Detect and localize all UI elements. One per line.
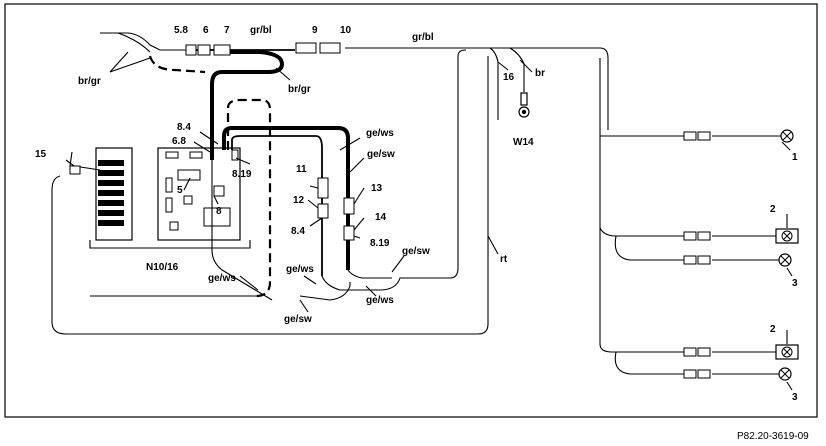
- wire-loop-bottom: [51, 56, 489, 335]
- label-brgr-left: br/gr: [78, 76, 101, 87]
- wire-gews-low: [211, 160, 273, 301]
- wire-bulb-3a: [614, 235, 684, 261]
- label-8-4-top: 8.4: [177, 122, 191, 133]
- right-connectors: [683, 131, 711, 379]
- label-15: 15: [35, 149, 47, 160]
- wire-gews-thick: [222, 126, 350, 270]
- connector-11: [317, 177, 329, 199]
- fusebox-15: [95, 147, 133, 241]
- label-brgr-mid: br/gr: [288, 84, 311, 95]
- module-connector-8-19: [231, 149, 239, 161]
- label-grbl-right: gr/bl: [412, 32, 434, 43]
- label-6-8: 6.8: [172, 136, 186, 147]
- bulb-3b-icon: [778, 367, 792, 381]
- connector-10: [319, 42, 341, 54]
- module-n10-16: [157, 147, 241, 241]
- wire-right-main: [599, 58, 684, 353]
- wire-bulb-2a: [599, 227, 684, 237]
- label-gews-lower: ge/ws: [208, 273, 236, 284]
- connector-9: [295, 42, 317, 54]
- bracket-n10-16: [89, 240, 251, 249]
- bulb-3a-icon: [778, 253, 792, 267]
- wire-bulb-3b: [614, 351, 684, 375]
- wire-grbl-right: [345, 47, 609, 130]
- module-relay-5: [177, 169, 201, 181]
- label-rt: rt: [500, 254, 508, 265]
- bulb-2a-icon: [775, 228, 799, 244]
- bulb-1-icon: [780, 129, 794, 143]
- connector-6: [197, 44, 211, 56]
- label-8-19-bot: 8.19: [370, 238, 390, 249]
- connector-13: [343, 197, 355, 215]
- label-grbl-top: gr/bl: [250, 25, 272, 36]
- label-gesw-bot: ge/sw: [284, 314, 312, 325]
- wire-gews-run: [347, 269, 392, 279]
- label-gesw-top: ge/sw: [367, 149, 395, 160]
- ground-w14-dot: [521, 109, 527, 115]
- label-1: 1: [792, 152, 798, 163]
- module-slot-c: [183, 195, 193, 205]
- label-2-a: 2: [770, 204, 776, 215]
- ground-w14-ring: [518, 106, 530, 118]
- wire-top-left-2: [117, 32, 151, 53]
- label-6: 6: [203, 25, 209, 36]
- label-gews-top: ge/ws: [366, 128, 394, 139]
- wire-brgr-thick: [210, 50, 285, 160]
- module-slot-a: [165, 177, 173, 193]
- wire-gesw-thick: [231, 135, 323, 276]
- label-n10-16: N10/16: [146, 262, 179, 273]
- diagram-frame: [4, 3, 818, 418]
- label-14: 14: [375, 212, 387, 223]
- label-11: 11: [296, 164, 307, 175]
- label-gews-mid: ge/ws: [286, 264, 314, 275]
- wire-gesw-run: [321, 49, 467, 291]
- label-gesw-mid: ge/sw: [402, 246, 430, 257]
- connector-5-8: [185, 44, 197, 56]
- label-2-b: 2: [770, 324, 776, 335]
- module-relay-8: [203, 207, 231, 227]
- label-13: 13: [371, 183, 383, 194]
- fusebox-teeth: [98, 160, 124, 226]
- connector-15: [69, 165, 81, 175]
- label-3-b: 3: [792, 392, 798, 403]
- module-fuse-2: [189, 151, 203, 159]
- label-5: 5: [177, 185, 183, 196]
- label-br: br: [535, 68, 545, 79]
- wire-dashed-right: [226, 98, 272, 298]
- label-7: 7: [224, 25, 230, 36]
- figure-code: P82.20-3619-09: [737, 431, 809, 442]
- label-gews-right: ge/ws: [366, 295, 394, 306]
- label-5-8: 5.8: [174, 25, 188, 36]
- label-w14: W14: [513, 137, 534, 148]
- label-3-a: 3: [792, 278, 798, 289]
- wire-dashed-left: [148, 55, 206, 74]
- wire-gesw-down: [299, 282, 351, 301]
- module-slot-b: [165, 197, 173, 213]
- module-slot-e: [213, 185, 225, 197]
- wire-top-left: [100, 32, 186, 51]
- connector-12: [317, 203, 329, 219]
- module-slot-d: [169, 221, 179, 231]
- label-9: 9: [312, 25, 318, 36]
- bulb-2b-icon: [775, 344, 799, 360]
- connector-14: [343, 225, 355, 241]
- label-8-4-bot: 8.4: [291, 226, 305, 237]
- ground-w14-bolt: [520, 92, 528, 106]
- label-12: 12: [293, 195, 305, 206]
- wire-to-16: [489, 47, 499, 120]
- module-fuse-1: [165, 151, 179, 159]
- wire-br: [509, 47, 525, 92]
- label-10: 10: [340, 25, 352, 36]
- label-8: 8: [216, 206, 222, 217]
- connector-7: [213, 44, 231, 56]
- leader-lines: [69, 51, 793, 391]
- label-16: 16: [503, 72, 515, 83]
- label-8-19-top: 8.19: [232, 169, 252, 180]
